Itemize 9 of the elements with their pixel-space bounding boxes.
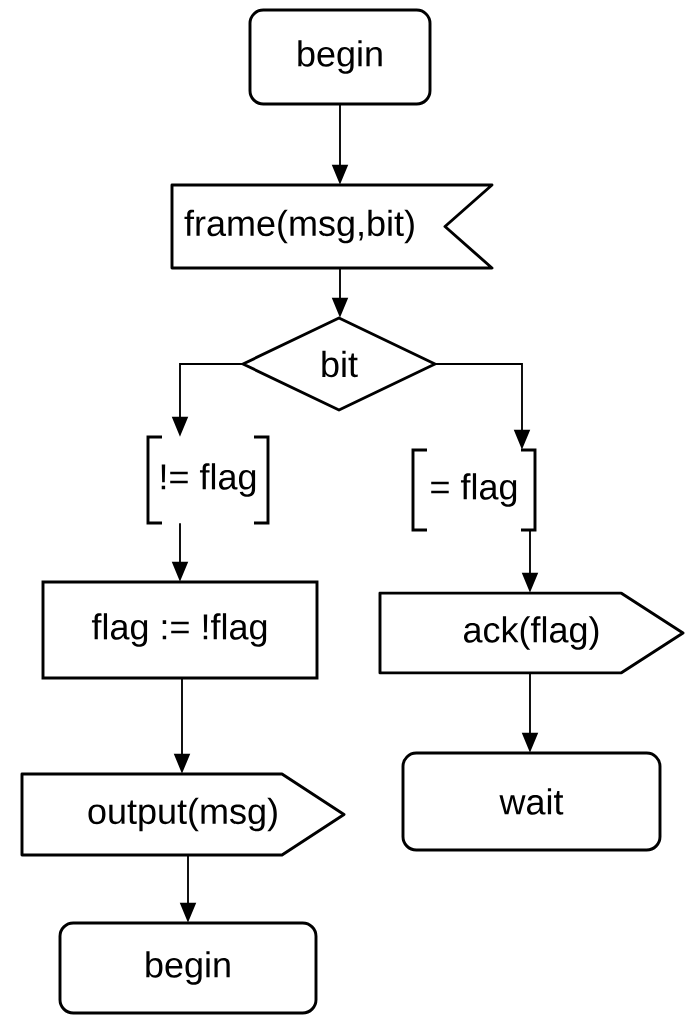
process-box: flag := !flag <box>41 580 319 680</box>
pentagon-box: output(msg) <box>20 772 346 857</box>
rounded-box: begin <box>58 921 318 1015</box>
bracketed-condition: != flag <box>146 435 270 525</box>
rounded-box: wait <box>401 751 662 852</box>
pentagon-box: ack(flag) <box>378 591 685 675</box>
bracketed-condition: = flag <box>411 448 537 532</box>
rounded-box: begin <box>248 8 432 106</box>
notched-box: frame(msg,bit) <box>170 183 494 270</box>
